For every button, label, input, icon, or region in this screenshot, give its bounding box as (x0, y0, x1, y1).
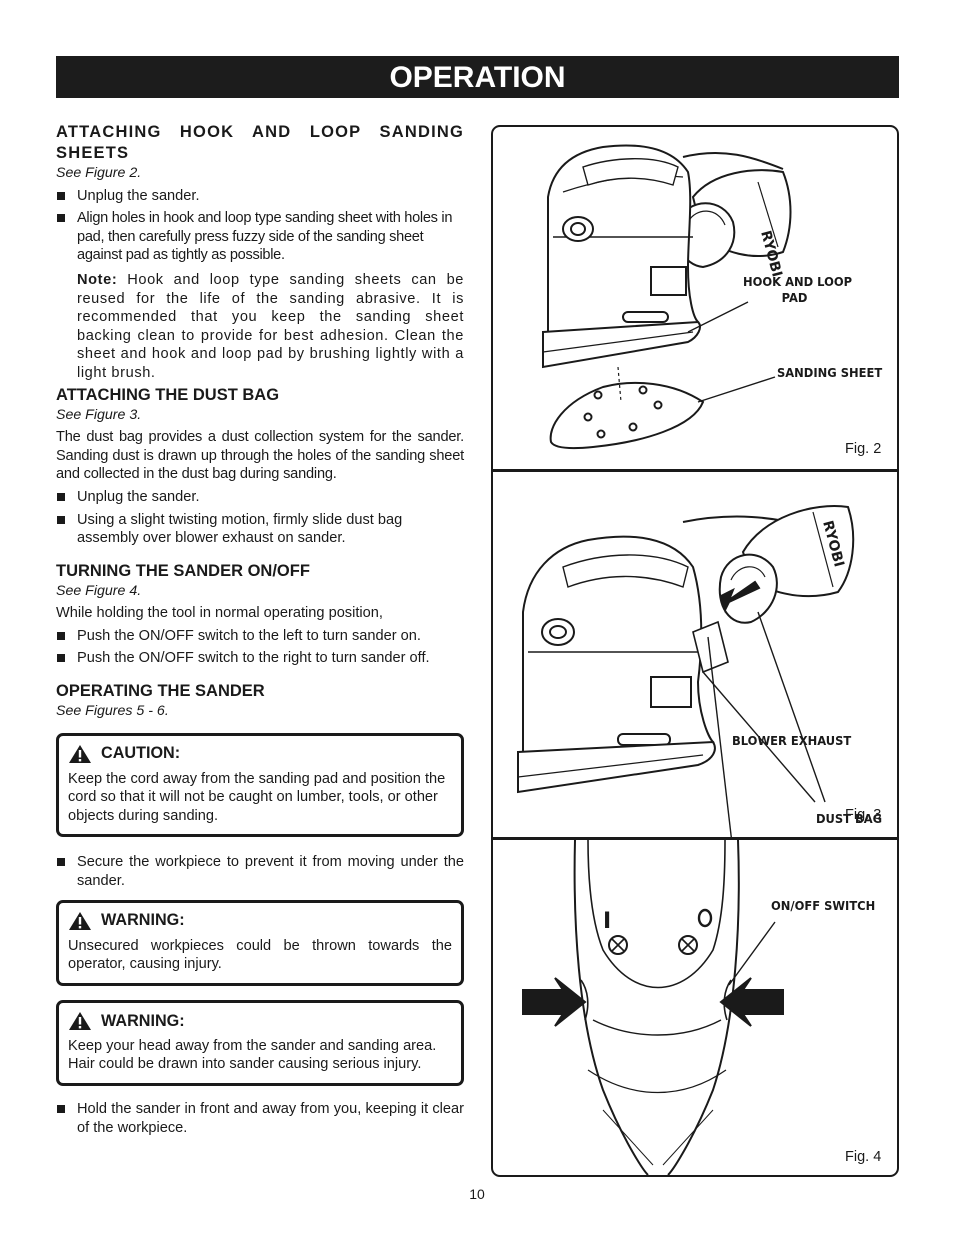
callout-dust-bag: DUST BAG (816, 811, 883, 826)
bullet-list: Secure the workpiece to prevent it from … (56, 853, 464, 890)
note-paragraph: Note: Hook and loop type sanding sheets … (56, 271, 464, 383)
figure-label: Fig. 3 (845, 807, 882, 823)
bullet-square-icon (57, 492, 65, 501)
bullet-list: Unplug the sander. Using a slight twisti… (56, 488, 464, 548)
figure-reference: See Figure 2. (56, 165, 142, 181)
list-item: Unplug the sander. (56, 187, 464, 206)
section-heading-operating: OPERATING THE SANDER (56, 682, 265, 701)
bullet-square-icon (57, 654, 65, 663)
bullet-list: Push the ON/OFF switch to the left to tu… (56, 627, 464, 668)
section-heading-dust-bag: ATTACHING THE DUST BAG (56, 385, 280, 404)
warning-triangle-icon (69, 911, 91, 930)
warning-box: WARNING: Unsecured workpieces could be t… (56, 899, 464, 986)
warning-heading: WARNING: (68, 911, 452, 931)
bullet-square-icon (57, 631, 65, 640)
figure-divider (493, 469, 897, 472)
list-item: Secure the workpiece to prevent it from … (56, 853, 464, 890)
list-item: Hold the sander in front and away from y… (56, 1100, 464, 1137)
figure-reference: See Figure 4. (56, 582, 142, 599)
text-column: ATTACHING HOOK AND LOOP SANDING SHEETS S… (56, 122, 464, 1141)
section-heading-hook-loop: ATTACHING HOOK AND LOOP SANDING SHEETS (56, 123, 464, 162)
figure-label: Fig. 2 (845, 441, 882, 457)
bullet-square-icon (57, 191, 65, 200)
body-paragraph: The dust bag provides a dust collection … (56, 429, 464, 483)
callout-sanding-sheet: SANDING SHEET (777, 365, 883, 380)
figure-reference: See Figures 5 - 6. (56, 703, 169, 720)
figure-reference: See Figure 3. (56, 406, 142, 423)
bullet-list: Unplug the sander. Align holes in hook a… (56, 187, 464, 265)
list-item: Using a slight twisting motion, firmly s… (56, 511, 464, 548)
callout-blower-exhaust: BLOWER EXHAUST (732, 733, 852, 748)
warning-triangle-icon (69, 744, 91, 763)
bullet-square-icon (57, 214, 65, 223)
note-text: Hook and loop type sanding sheets can be… (77, 271, 465, 381)
warning-heading: WARNING: (68, 1011, 452, 1031)
sander-dust-bag-illustration: RYOBI (517, 505, 855, 837)
figure-2: RYOBI HOOK AND LOOP PAD SANDING SHEET Fi… (493, 127, 897, 469)
section-heading-on-off: TURNING THE SANDER ON/OFF (56, 561, 310, 580)
figures-panel: RYOBI HOOK AND LOOP PAD SANDING SHEET Fi… (491, 125, 899, 1177)
list-item: Align holes in hook and loop type sandin… (56, 209, 464, 265)
page-title-banner: OPERATION (56, 56, 899, 98)
warning-triangle-icon (69, 1011, 91, 1030)
page-number: 10 (469, 1186, 485, 1202)
bullet-square-icon (57, 858, 65, 867)
figure-divider (493, 837, 897, 840)
callout-on-off-switch: ON/OFF SWITCH (771, 898, 876, 913)
bullet-list: Hold the sander in front and away from y… (56, 1100, 464, 1137)
warning-text: Unsecured workpieces could be thrown tow… (68, 937, 452, 973)
note-label: Note: (77, 271, 118, 288)
warning-text: Keep your head away from the sander and … (68, 1037, 437, 1073)
body-paragraph: While holding the tool in normal operati… (56, 605, 383, 622)
callout-hook-loop-pad: HOOK AND LOOP PAD (743, 274, 853, 305)
list-item: Push the ON/OFF switch to the left to tu… (56, 627, 464, 646)
bullet-square-icon (57, 515, 65, 524)
caution-heading: CAUTION: (68, 744, 452, 764)
warning-box: WARNING: Keep your head away from the sa… (56, 999, 464, 1086)
figure-3: RYOBI DUST BAG BLOWER EXHAUST Fig. 3 (493, 472, 897, 837)
sander-top-view-illustration: I (522, 840, 784, 1175)
caution-text: Keep the cord away from the sanding pad … (68, 770, 446, 824)
figure-4: I ON/OFF SWITCH Fig. 4 (493, 840, 897, 1175)
list-item: Push the ON/OFF switch to the right to t… (56, 649, 464, 668)
list-item: Unplug the sander. (56, 488, 464, 507)
on-mark: I (603, 909, 611, 934)
bullet-square-icon (57, 1105, 65, 1113)
sander-illustration: RYOBI (542, 144, 792, 450)
caution-box: CAUTION: Keep the cord away from the san… (56, 732, 464, 838)
figure-label: Fig. 4 (845, 1149, 882, 1165)
